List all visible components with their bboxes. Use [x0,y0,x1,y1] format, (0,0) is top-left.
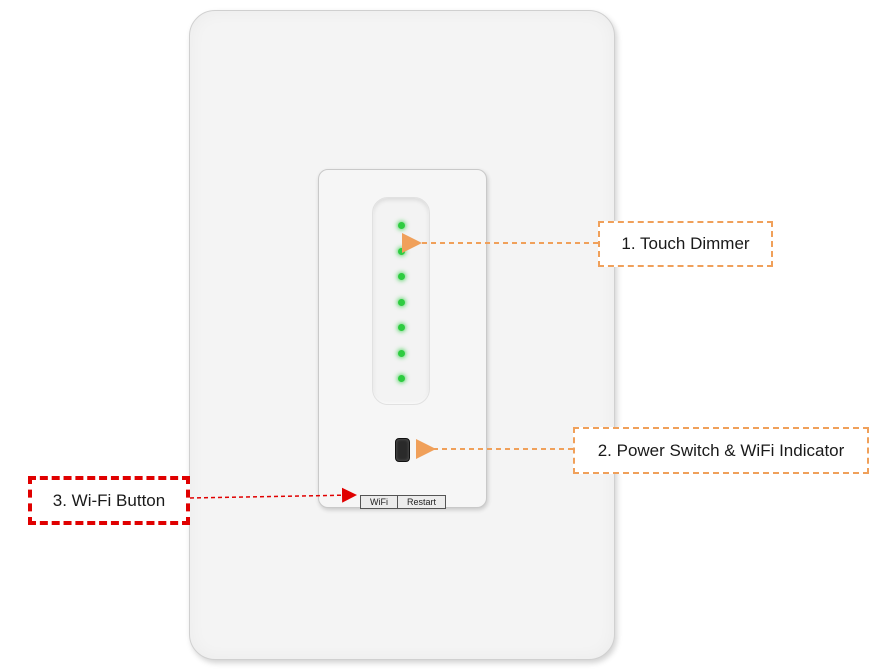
callout-wifi-button: 3. Wi-Fi Button [28,476,190,525]
dimmer-led-7 [398,375,405,382]
callout-touch-dimmer: 1. Touch Dimmer [598,221,773,267]
callout-power-switch: 2. Power Switch & WiFi Indicator [573,427,869,474]
dimmer-led-4 [398,299,405,306]
restart-button[interactable]: Restart [406,497,436,507]
callout-wifi-button-label: 3. Wi-Fi Button [52,490,166,510]
dimmer-led-5 [398,324,405,331]
callout-touch-dimmer-label: 1. Touch Dimmer [621,234,750,253]
wifi-button[interactable]: WiFi [361,496,398,508]
power-switch-button[interactable] [395,438,410,462]
callout-power-switch-label: 2. Power Switch & WiFi Indicator [597,440,845,460]
arrow-wifi-button [189,487,357,503]
dimmer-led-1 [398,222,405,229]
dimmer-led-6 [398,350,405,357]
dimmer-led-2 [398,248,405,255]
dimmer-led-3 [398,273,405,280]
bottom-button-strip: WiFi Restart [360,495,446,509]
